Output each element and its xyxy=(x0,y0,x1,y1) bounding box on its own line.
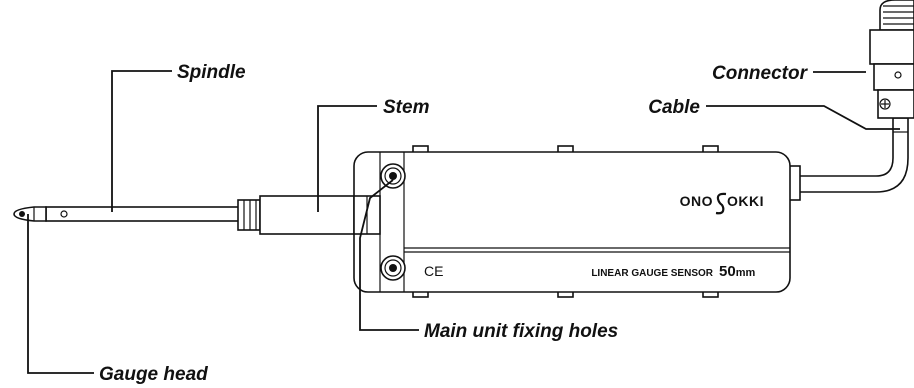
ce-mark: CE xyxy=(424,263,443,279)
spindle xyxy=(45,206,243,222)
gauge-head-label: Gauge head xyxy=(99,364,208,385)
svg-text:ONO: ONO xyxy=(680,193,713,209)
stem-label: Stem xyxy=(383,97,430,118)
cable-leader-line xyxy=(706,105,900,130)
gauge-head xyxy=(13,206,47,222)
gauge-ball-icon xyxy=(19,211,25,217)
fixing-holes-label: Main unit fixing holes xyxy=(424,321,618,342)
connector xyxy=(869,0,914,119)
svg-text:OKKI: OKKI xyxy=(727,193,764,209)
stem xyxy=(237,195,367,235)
main-unit-body xyxy=(353,145,801,298)
spindle-leader-line xyxy=(111,70,172,212)
range-value: 50mm xyxy=(719,263,755,280)
fixing-hole-top xyxy=(380,163,406,189)
connector-screw-icon xyxy=(879,98,891,110)
brand-logo: ONO OKKI xyxy=(680,192,764,215)
cable-label: Cable xyxy=(648,97,700,118)
spindle-label: Spindle xyxy=(177,62,246,83)
fixing-holes-leader-line xyxy=(359,179,419,331)
model-text: LINEAR GAUGE SENSOR xyxy=(591,268,713,279)
fixing-hole-bottom xyxy=(380,255,406,281)
connector-screw-icon xyxy=(894,71,902,79)
stem-leader-line xyxy=(317,105,377,212)
connector-label: Connector xyxy=(712,63,809,84)
brand-logo-s-glyph xyxy=(715,192,727,215)
gauge-head-leader-line xyxy=(27,214,94,374)
